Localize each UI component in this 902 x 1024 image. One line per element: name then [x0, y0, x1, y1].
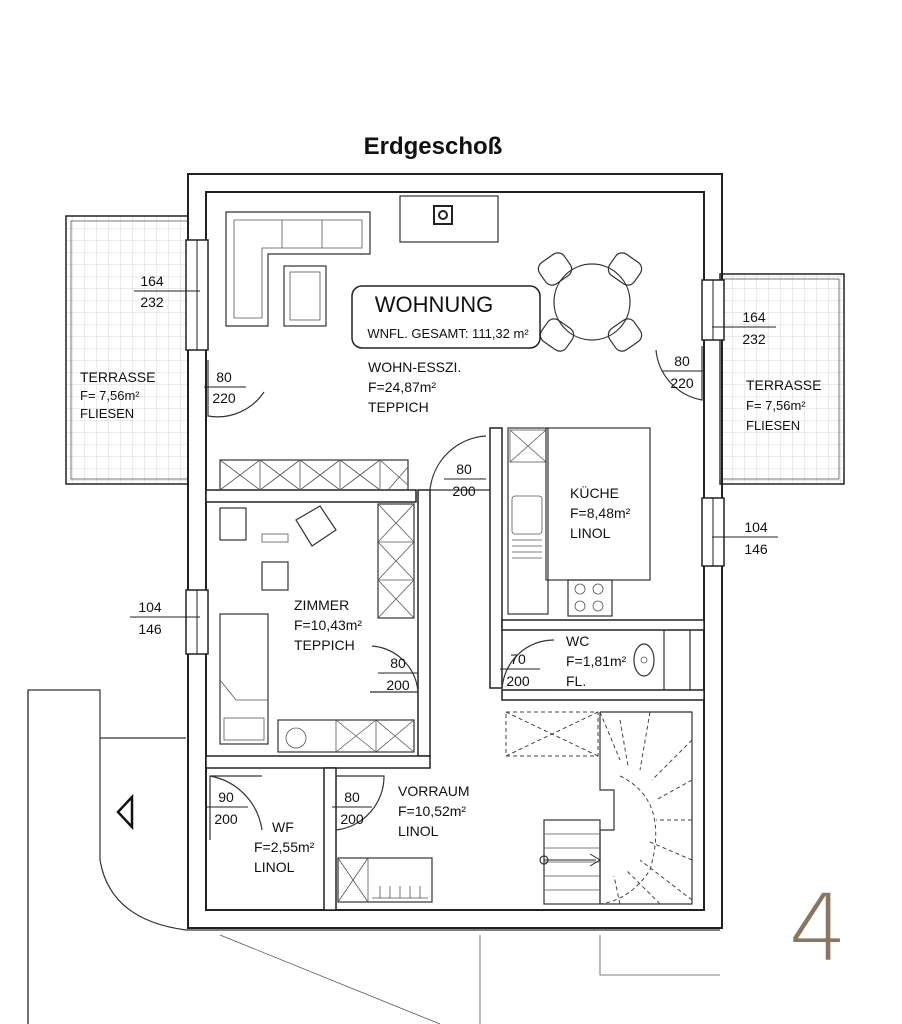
zimmer-furniture: [219, 503, 415, 753]
window-height: 232: [140, 294, 164, 310]
room-floor-terrasse-right: FLIESEN: [746, 418, 800, 433]
door-height: 200: [340, 811, 364, 827]
window-dimension-right-top: 164 232: [712, 309, 776, 347]
room-floor-terrasse-left: FLIESEN: [80, 406, 134, 421]
door-width: 80: [216, 369, 232, 385]
room-area-wohn: F=24,87m²: [368, 379, 436, 395]
plan-title: Erdgeschoß: [364, 133, 503, 160]
door-dimension-vorraum: 80 200: [332, 789, 372, 827]
door-dimension-terrace-right: 80 220: [662, 353, 704, 391]
storage-cabinet-living: [219, 459, 409, 491]
room-area-zimmer: F=10,43m²: [294, 617, 362, 633]
door-dimension-zimmer: 80 200: [378, 655, 418, 693]
door-height: 220: [212, 390, 236, 406]
window-height: 146: [744, 541, 768, 557]
room-area-terrasse-left: F= 7,56m²: [80, 388, 140, 403]
window-width: 104: [138, 599, 162, 615]
window-dimension-left-zimmer: 104 146: [130, 599, 200, 637]
room-floor-vorraum: LINOL: [398, 823, 439, 839]
door-width: 80: [456, 461, 472, 477]
door-height: 220: [670, 375, 694, 391]
door-width: 90: [218, 789, 234, 805]
room-floor-wf: LINOL: [254, 859, 295, 875]
door-width: 80: [674, 353, 690, 369]
apartment-label-box: WOHNUNG WNFL. GESAMT: 111,32 m²: [351, 285, 541, 349]
room-label-wc: WC F=1,81m² FL.: [566, 633, 627, 689]
door-height: 200: [214, 811, 238, 827]
window-width: 104: [744, 519, 768, 535]
door-width: 70: [510, 651, 526, 667]
room-floor-wohn: TEPPICH: [368, 399, 429, 415]
door-dimension-terrace-left: 80 220: [204, 369, 246, 406]
window-width: 164: [742, 309, 766, 325]
vorraum-fixtures: [337, 711, 599, 903]
room-floor-kueche: LINOL: [570, 525, 611, 541]
sofa: [225, 211, 371, 327]
room-area-vorraum: F=10,52m²: [398, 803, 466, 819]
room-name-vorraum: VORRAUM: [398, 783, 470, 799]
door-dimension-wc: 70 200: [500, 651, 540, 689]
door-height: 200: [386, 677, 410, 693]
terrace-left: [65, 215, 189, 485]
room-label-kueche: KÜCHE F=8,48m² LINOL: [570, 484, 631, 541]
window-openings: [185, 239, 725, 655]
window-dimension-right-kitchen: 104 146: [712, 519, 778, 557]
window-height: 232: [742, 331, 766, 347]
room-name-wohn: WOHN-ESSZI.: [368, 359, 461, 375]
wc-fixtures: [633, 629, 691, 691]
terrace-right: [719, 273, 845, 485]
inner-walls: [205, 427, 705, 911]
room-name-wc: WC: [566, 633, 589, 649]
room-label-wf: WF F=2,55m² LINOL: [254, 819, 315, 875]
window-width: 164: [140, 273, 164, 289]
page-number: 4: [789, 875, 848, 982]
kitchen-counter: [507, 427, 651, 617]
room-label-wohn: WOHN-ESSZI. F=24,87m² TEPPICH: [368, 359, 461, 415]
room-floor-zimmer: TEPPICH: [294, 637, 355, 653]
room-label-zimmer: ZIMMER F=10,43m² TEPPICH: [294, 597, 362, 653]
door-swings: [207, 346, 703, 840]
room-name-kueche: KÜCHE: [570, 484, 619, 501]
room-area-terrasse-right: F= 7,56m²: [746, 398, 806, 413]
room-label-terrasse-right: TERRASSE F= 7,56m² FLIESEN: [746, 377, 821, 433]
room-name-wf: WF: [272, 819, 294, 835]
door-height: 200: [506, 673, 530, 689]
room-area-kueche: F=8,48m²: [570, 505, 631, 521]
room-label-terrasse-left: TERRASSE F= 7,56m² FLIESEN: [80, 369, 155, 421]
door-width: 80: [344, 789, 360, 805]
staircase: [539, 711, 693, 905]
window-height: 146: [138, 621, 162, 637]
dining-table: [537, 252, 643, 352]
apartment-area: WNFL. GESAMT: 111,32 m²: [367, 326, 529, 341]
door-width: 80: [390, 655, 406, 671]
room-area-wf: F=2,55m²: [254, 839, 315, 855]
outdoor-path: [27, 689, 720, 1024]
fireplace: [399, 195, 499, 243]
room-name-terrasse-left: TERRASSE: [80, 369, 155, 385]
window-dimension-left-top: 164 232: [134, 273, 200, 310]
room-label-vorraum: VORRAUM F=10,52m² LINOL: [398, 783, 470, 839]
room-floor-wc: FL.: [566, 673, 586, 689]
entrance-arrow-icon: [116, 793, 134, 831]
room-name-zimmer: ZIMMER: [294, 597, 349, 613]
door-dimension-kitchen: 80 200: [444, 461, 486, 499]
room-name-terrasse-right: TERRASSE: [746, 377, 821, 393]
room-area-wc: F=1,81m²: [566, 653, 627, 669]
door-height: 200: [452, 483, 476, 499]
apartment-name: WOHNUNG: [375, 292, 494, 317]
door-dimension-wf: 90 200: [206, 789, 248, 827]
